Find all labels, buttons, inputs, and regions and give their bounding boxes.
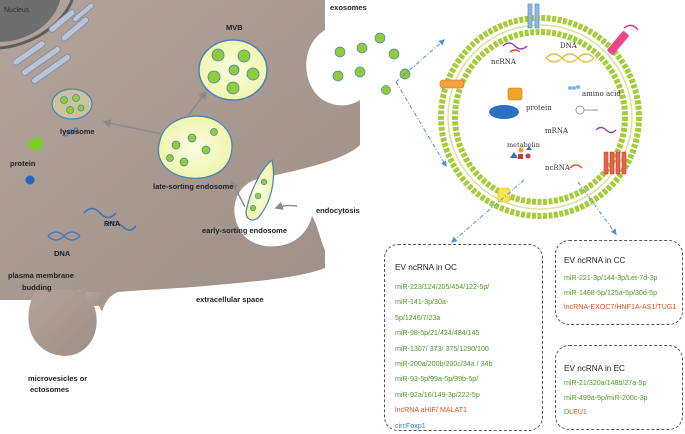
protein-dot-icon (25, 175, 35, 185)
label-ncrna-bottom: ncRNA (545, 164, 571, 172)
box-cc: EV ncRNA in CC miR-221-3p/144-3p/Let-7d-… (555, 240, 683, 325)
box-ec: EV ncRNA in EC miR-21/320a/148b/27a-5p mi… (555, 345, 683, 430)
box-ec-line: DLEU1 (564, 408, 587, 416)
label-mvb: MVB (226, 23, 243, 32)
outer-lipid-layer (438, 15, 642, 219)
label-ncrna-top: ncRNA (491, 58, 517, 66)
nucleus (0, 0, 60, 42)
label-endocytosis: endocytosis (316, 206, 360, 215)
label-amino-acid: amino acid (582, 90, 621, 98)
box-ec-title: EV ncRNA in EC (564, 364, 625, 373)
dna-helix-icon (545, 53, 595, 63)
membrane-protein-red (603, 151, 627, 175)
label-nucleus: Nucleus (4, 7, 30, 14)
ncrna-bottom-icon (569, 164, 583, 169)
ncrna-top-red-icon (509, 49, 521, 53)
membrane-protein-yellow (497, 187, 511, 203)
protein-icon (27, 136, 44, 150)
mvb (198, 39, 268, 101)
box-cc-line: miR-221-3p/144-3p/Let-7d-3p (564, 274, 658, 282)
small-bud (86, 292, 105, 306)
label-late-endosome: late-sorting endosome (153, 182, 233, 191)
label-dna-left: DNA (54, 249, 71, 258)
membrane-protein-orange-left (439, 79, 465, 89)
label-lysosome: lysosome (60, 127, 95, 136)
box-oc-line: miR-93-5p/99a-5p/99b-5p/ (395, 375, 479, 384)
ncrna-top-icon (502, 42, 528, 50)
label-metabolin: metabolin (507, 141, 540, 149)
endocytosis-pit (262, 222, 278, 238)
amino-acid-icon (568, 85, 580, 90)
label-dna: DNA (560, 42, 578, 50)
box-oc-line: miR-98-5p/21/424/484/145 (395, 329, 480, 338)
label-mrna: mRNA (545, 127, 569, 135)
membrane-protein-top (527, 3, 540, 29)
box-oc-line: circFoxp1 (395, 421, 426, 430)
box-cc-title: EV ncRNA in CC (564, 256, 626, 265)
microvesicle-bud (28, 290, 97, 356)
label-microvesicles: microvesicles or (28, 374, 87, 383)
box-oc-line: miR-200a/200b/200c/34a / 34b (395, 360, 493, 368)
membrane-protein-pink (607, 24, 639, 55)
label-protein: protein (526, 104, 552, 112)
protein-ellipse-icon (489, 105, 519, 119)
box-oc-line: miR-92a/16/149-3p/222-5p (395, 390, 480, 399)
box-cc-line: lncRNA-EXOC7/HNF1A-AS1/TUG1 (564, 303, 677, 311)
mrna-icon (595, 126, 617, 134)
small-molecule-icon (575, 105, 598, 115)
exosome-release (324, 32, 411, 96)
box-ec-line: miR-499a-5p/miR-200c-3p (564, 393, 648, 402)
box-oc-line: miR-141-3p/30a- (395, 298, 449, 307)
lysosome (51, 88, 93, 120)
label-early-endosome: early-sorting endosome (202, 226, 287, 235)
rna-icon (83, 207, 137, 231)
pathway-arrows (102, 90, 298, 210)
label-exosomes: exosomes (330, 3, 367, 12)
early-sorting-endosome (245, 158, 275, 221)
dna-icon (47, 231, 81, 241)
label-budding: budding (22, 283, 52, 292)
label-protein-left: protein (10, 159, 36, 168)
box-oc-line: miR-1307/ 373/ 375/1290/100 (395, 344, 489, 353)
late-sorting-endosome (157, 115, 233, 179)
label-rna: RNA (104, 219, 121, 228)
box-oc: EV ncRNA in OC miR-223/124/205/454/122-5… (384, 244, 543, 431)
endoplasmic-reticulum (12, 2, 95, 84)
box-ec-line: miR-21/320a/148b/27a-5p (564, 379, 647, 387)
box-oc-line: miR-223/124/205/454/122-5p/ (395, 283, 490, 291)
box-oc-line: 5p/1246/7/23a (395, 313, 441, 322)
box-oc-line: lncRNA aHIF/ MALAT1 (395, 406, 468, 415)
label-ectosomes: ectosomes (30, 385, 69, 394)
small-cargo-icon (63, 127, 79, 137)
label-extracellular-space: extracellular space (196, 295, 264, 304)
metabolin-icons (510, 146, 532, 159)
label-plasma-membrane: plasma membrane (8, 271, 74, 280)
box-cc-line: miR-1468-5p/125a-5p/30d-5p (564, 288, 658, 297)
exosome-structure: ncRNA DNA protein amino acid mRNA metabo… (438, 3, 642, 219)
inner-lipid-layer (452, 29, 628, 205)
protein-cube-icon (507, 87, 523, 101)
link-arrows (395, 39, 617, 243)
box-oc-title: EV ncRNA in OC (395, 263, 457, 272)
